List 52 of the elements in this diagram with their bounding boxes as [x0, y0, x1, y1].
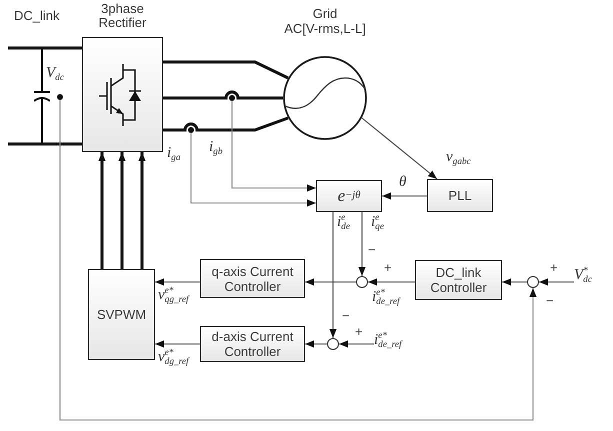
connector-line — [50, 142, 82, 146]
edge-label: i$_{gb}$ — [209, 140, 222, 156]
connector-line — [163, 90, 283, 100]
arrow — [138, 152, 146, 269]
controller-block: d-axis Current Controller — [200, 326, 305, 362]
junction-dot-icon — [188, 127, 194, 133]
arrow — [329, 212, 337, 338]
sign-label: − — [546, 294, 554, 307]
dc-link-label: DC_link — [14, 8, 60, 23]
sign-label: − — [368, 243, 376, 256]
voltage-label: V$_{dc}$ — [46, 66, 64, 82]
sign-label: + — [384, 261, 392, 274]
junction-dot-icon — [229, 95, 235, 101]
controller-block: DC_link Controller — [415, 260, 502, 300]
summing-junction — [527, 276, 539, 288]
edge-label: θ — [399, 175, 406, 191]
transform-block: e$^{−jθ}$ — [316, 180, 382, 212]
arrow — [155, 340, 200, 348]
arrow — [231, 101, 316, 192]
arrow — [305, 278, 356, 286]
connector-line — [50, 46, 82, 50]
arrow — [358, 212, 366, 276]
arrow — [118, 152, 126, 269]
summing-junction — [327, 338, 339, 350]
edge-label: i$_{ga}$ — [167, 146, 180, 162]
edge-label: v$_{gabc}$ — [446, 150, 471, 166]
arrow — [190, 133, 316, 207]
source-title: Grid — [312, 6, 338, 21]
modulator-block: SVPWM — [88, 269, 155, 360]
sign-label: + — [550, 261, 558, 274]
pll-block: PLL — [427, 179, 493, 212]
sign-label: + — [355, 325, 363, 338]
arrow — [98, 152, 106, 269]
connector-line — [8, 46, 34, 50]
arrow — [305, 340, 327, 348]
arrow — [368, 278, 415, 286]
junction-dot-icon — [57, 94, 63, 100]
arrow — [362, 118, 438, 180]
summing-junction — [356, 276, 368, 288]
arrow — [502, 278, 527, 286]
arrow — [339, 340, 374, 348]
sign-label: − — [342, 309, 350, 322]
arrow — [59, 100, 537, 421]
block-title: 3phase Rectifier — [98, 2, 146, 30]
connector-line — [8, 142, 34, 146]
arrow — [382, 192, 427, 200]
arrow — [155, 278, 200, 286]
connector-line — [163, 60, 289, 80]
connector-line — [163, 116, 289, 132]
arrow — [539, 278, 574, 286]
source-rating-label: AC[V-rms,L-L] — [284, 21, 366, 36]
controller-block: q-axis Current Controller — [200, 259, 305, 298]
